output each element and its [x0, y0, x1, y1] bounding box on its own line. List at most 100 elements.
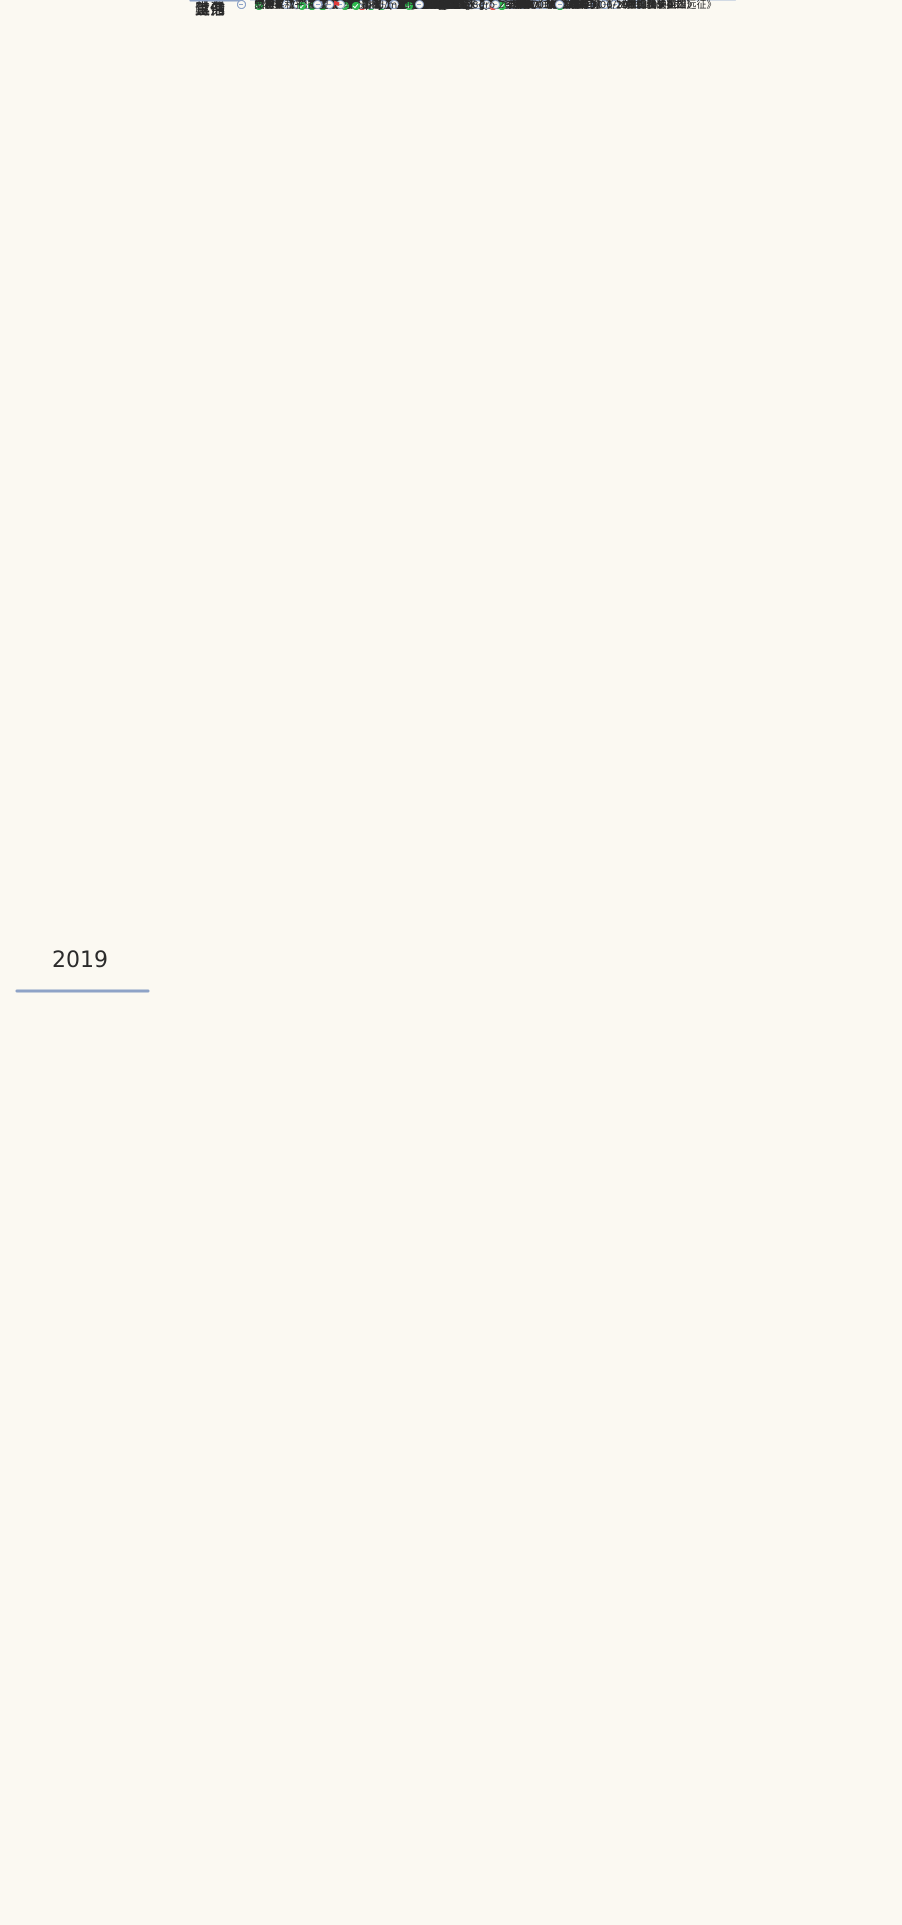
topic-node[interactable]: vue中高德搭配echarts做迁徙流线图	[379, 0, 545, 12]
topic-node[interactable]: 至少1次/季度	[405, 0, 465, 12]
topic-node[interactable]: 项目积累	[255, 0, 295, 12]
topic-node[interactable]: 06-13	[516, 0, 545, 12]
topic-node[interactable]: ⚑	[329, 0, 341, 12]
topic-node[interactable]: 07-10	[515, 0, 544, 12]
topic-node[interactable]: vue打包后map文件处理	[379, 0, 490, 12]
topic-node[interactable]: 月亮惹的祸	[549, 0, 599, 12]
topic-node[interactable]: 2本/季度	[255, 0, 295, 12]
topic-node[interactable]: 影评/随想	[489, 0, 532, 12]
topic-node[interactable]: vue中使用高德地图开发	[379, 0, 487, 12]
topic-node[interactable]: iPhone XR 128g	[406, 0, 485, 12]
topic-node[interactable]: 04-09	[568, 0, 597, 12]
topic-node[interactable]: 愿世界和平	[255, 0, 305, 12]
topic-node[interactable]: 10-9	[515, 0, 538, 12]
collapse-toggle[interactable]	[324, 0, 334, 9]
topic-node[interactable]: js输入联想功能	[379, 0, 447, 12]
topic-node[interactable]: 08-13	[626, 0, 655, 12]
topic-label: 06-18	[505, 0, 535, 11]
topic-node[interactable]: 公益	[298, 0, 318, 12]
topic-node[interactable]: Mac Vue-cli3.x踩坑记录	[379, 0, 491, 12]
topic-node[interactable]: js页面全屏	[379, 0, 427, 12]
topic-node[interactable]: 《我和我的祖国》	[616, 0, 696, 12]
collapse-toggle[interactable]	[533, 0, 543, 9]
topic-node[interactable]: 《蜘蛛侠之英雄远征》随笔	[379, 0, 499, 12]
topic-node[interactable]: 《月亮与六便士》随笔	[379, 0, 479, 12]
collapse-toggle[interactable]	[281, 0, 291, 9]
topic-node[interactable]: 《复仇者联盟四》	[616, 0, 696, 12]
topic-node[interactable]: 06-18	[506, 0, 535, 12]
topic-node[interactable]: ES6——Class基本语法	[379, 0, 484, 12]
topic-node[interactable]: 09-03	[651, 0, 680, 12]
topic-node[interactable]: 07-29	[508, 0, 537, 12]
collapse-toggle[interactable]	[458, 0, 468, 9]
collapse-toggle[interactable]	[335, 0, 345, 9]
topic-node[interactable]: 开发姿势篇——基础开发	[379, 0, 489, 12]
topic-node[interactable]: 至少1首/季度	[405, 0, 465, 12]
topic-node[interactable]: 三棵树[领证]	[404, 0, 473, 12]
collapse-toggle[interactable]	[600, 0, 610, 9]
main-topic-读书[interactable]: 读书	[195, 0, 225, 18]
topic-node[interactable]: 10-24	[600, 0, 629, 12]
topic-node[interactable]: 解决vue打包报错UglifyJs	[379, 0, 494, 12]
topic-node[interactable]: 拿手菜	[255, 0, 285, 12]
topic-node[interactable]: 娱乐	[255, 0, 275, 12]
topic-node[interactable]: vue中@change兼容问题	[379, 0, 494, 12]
topic-node[interactable]: 04-22	[580, 0, 609, 12]
collapse-toggle[interactable]	[635, 0, 645, 9]
topic-node[interactable]: 博客更新	[255, 0, 295, 12]
collapse-toggle[interactable]	[389, 0, 399, 9]
topic-node[interactable]: 2019/07/20 花棒	[497, 0, 590, 12]
topic-node[interactable]: vue-cli3.x及相关配置	[379, 0, 478, 12]
topic-node[interactable]: vue项目搭建及基本配置	[379, 0, 487, 12]
topic-node[interactable]: 03/18	[566, 0, 595, 12]
topic-node[interactable]: 12-6	[519, 0, 542, 12]
topic-node[interactable]: 《中国机长》	[616, 0, 676, 12]
collapse-toggle[interactable]	[236, 0, 246, 9]
topic-node[interactable]: 11-12	[556, 0, 585, 12]
topic-node[interactable]: js监测页面滑动至页面底部响应事件	[379, 0, 537, 12]
collapse-toggle[interactable]	[481, 0, 491, 9]
topic-node[interactable]: MacBook Pro 2019 13.3	[431, 0, 549, 12]
topic-node[interactable]: 05-06	[650, 0, 679, 12]
topic-node[interactable]: axios全局拦截器配置	[379, 0, 475, 12]
topic-node[interactable]: ipad/mac	[351, 0, 409, 12]
topic-node[interactable]: vue中axios跨域问题	[379, 0, 474, 12]
collapse-toggle[interactable]	[555, 0, 565, 9]
topic-node[interactable]: 探清水河	[549, 0, 589, 12]
topic-node[interactable]: 公益时	[340, 0, 382, 12]
topic-node[interactable]: 电商放大镜及动态边框	[379, 0, 479, 12]
collapse-toggle[interactable]	[414, 0, 424, 9]
topic-node[interactable]: vue中基于高德的多行政区域覆盖	[379, 0, 527, 12]
topic-node[interactable]: 开发姿势篇——动效设计1	[379, 0, 495, 12]
topic-node[interactable]: 05-23	[567, 0, 596, 12]
topic-node[interactable]: 《惊奇队长》	[616, 0, 676, 12]
topic-node[interactable]: 情感	[255, 0, 275, 12]
collapse-toggle[interactable]	[378, 0, 388, 9]
topic-node[interactable]: 2019/06/29	[571, 0, 629, 12]
topic-node[interactable]: 11-02	[514, 0, 543, 12]
main-topic-工作[interactable]: 工作	[195, 0, 225, 18]
topic-node[interactable]: 12-3	[572, 0, 595, 12]
topic-node[interactable]: 2019/01/15	[507, 0, 565, 12]
topic-node[interactable]: 03/27	[514, 0, 543, 12]
main-topic-生活[interactable]: 生活	[195, 0, 225, 18]
main-topic-其他[interactable]: 其他	[195, 0, 225, 18]
collapse-toggle[interactable]	[610, 0, 620, 9]
topic-node[interactable]: 2019/03/30	[373, 0, 431, 12]
topic-node[interactable]: 《蜘蛛侠之英雄远征》	[616, 0, 716, 12]
topic-node[interactable]: 前端性能对业务数据的影响	[379, 0, 499, 12]
collapse-toggle[interactable]	[472, 0, 482, 9]
collapse-toggle[interactable]	[313, 0, 322, 9]
collapse-toggle[interactable]	[441, 0, 451, 9]
main-topic-财务[interactable]: 财务	[195, 0, 225, 18]
collapse-toggle[interactable]	[426, 0, 436, 9]
topic-node[interactable]: 蚂蚁森林	[341, 0, 381, 12]
topic-node[interactable]: 《小王子》随笔	[379, 0, 449, 12]
topic-node[interactable]: 切换模块下划线跟随效果	[379, 0, 489, 12]
collapse-toggle[interactable]	[367, 0, 376, 9]
collapse-toggle[interactable]	[490, 0, 500, 9]
topic-node[interactable]: 累计至10时	[405, 0, 458, 12]
collapse-toggle[interactable]	[583, 0, 593, 9]
topic-node[interactable]: 支出	[255, 0, 275, 12]
root-topic[interactable]: 2019	[52, 948, 108, 974]
